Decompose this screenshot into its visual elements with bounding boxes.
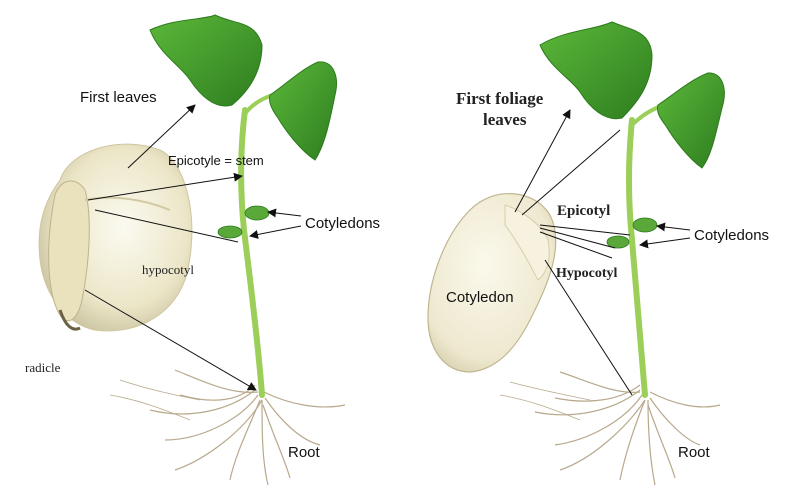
label-root-right: Root: [678, 444, 711, 461]
label-cotyledons-right: Cotyledons: [694, 227, 769, 244]
seed-section-image: [39, 144, 192, 331]
label-first-foliage-line2: leaves: [483, 110, 527, 129]
label-root-left: Root: [288, 444, 321, 461]
label-first-foliage-line1: First foliage: [456, 89, 544, 108]
cotyledon-right-2: [607, 236, 629, 248]
root-system-left: [110, 370, 345, 485]
leaf-left-1: [150, 15, 262, 106]
right-panel: First foliage leaves Epicotyl Hypocotyl …: [428, 22, 769, 485]
left-panel: First leaves Epicotyle = stem Cotyledons…: [25, 15, 380, 485]
cotyledon-right-1: [633, 218, 657, 232]
label-radicle: radicle: [25, 360, 61, 375]
label-first-leaves: First leaves: [80, 89, 157, 106]
cotyledon-left-2: [218, 226, 242, 238]
root-system-right: [500, 372, 720, 485]
leaf-left-2: [269, 62, 336, 160]
label-hypocotyl-right: Hypocotyl: [556, 266, 618, 281]
stem-right: [629, 120, 645, 395]
label-cotyledons-left: Cotyledons: [305, 215, 380, 232]
label-cotyledon: Cotyledon: [446, 289, 514, 306]
leaf-right-2: [657, 73, 724, 168]
leaf-right-1: [540, 22, 652, 119]
label-epicotyl: Epicotyl: [557, 203, 610, 219]
cotyledon-seed-image: [428, 194, 556, 372]
label-hypocotyl-left: hypocotyl: [142, 262, 194, 277]
cotyledon-left-1: [245, 206, 269, 220]
label-epicotyle-stem: Epicotyle = stem: [168, 153, 264, 168]
